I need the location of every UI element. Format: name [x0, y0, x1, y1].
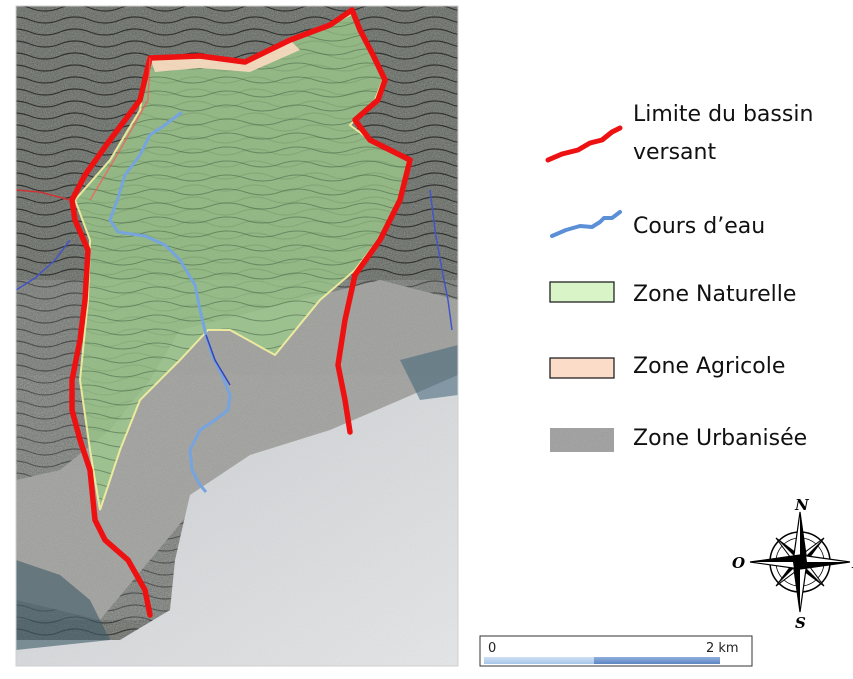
legend-symbol-basin-limit — [545, 125, 623, 163]
basin-limit-line — [69, 7, 413, 618]
legend-label-agricultural-zone: Zone Agricole — [633, 354, 786, 379]
compass-north: N — [794, 496, 810, 514]
legend-label-basin-limit-line1: Limite du bassin — [633, 102, 814, 127]
legend-symbol-watercourse — [550, 210, 622, 238]
legend-label-natural-zone: Zone Naturelle — [633, 282, 797, 307]
legend-label-basin-limit-line2: versant — [633, 140, 717, 165]
agricultural-zone-area — [150, 40, 300, 72]
scale-segment-light — [484, 657, 594, 664]
neighbour-basin-line — [16, 189, 71, 201]
watercourse-lower — [205, 334, 231, 386]
watercourse-main — [108, 110, 232, 493]
legend-label-watercourse: Cours d’eau — [633, 214, 766, 239]
map-panel — [16, 6, 458, 666]
compass-east: E — [851, 554, 853, 572]
scale-bar: 0 2 km — [479, 635, 753, 667]
scale-end-label: 2 km — [706, 641, 739, 656]
legend-symbol-agricultural-zone — [549, 357, 615, 379]
map-frame — [15, 5, 459, 667]
scale-segment-dark — [594, 657, 720, 664]
legend-label-urban-zone: Zone Urbanisée — [633, 426, 808, 451]
neighbour-stream-right — [429, 189, 453, 331]
scale-start-label: 0 — [488, 641, 496, 656]
compass-south: S — [795, 614, 806, 632]
legend-symbol-natural-zone — [549, 281, 615, 303]
compass-rose: N S O E — [732, 496, 853, 632]
neighbour-stream-left — [16, 239, 71, 291]
compass-west: O — [732, 554, 745, 572]
legend — [545, 125, 623, 452]
